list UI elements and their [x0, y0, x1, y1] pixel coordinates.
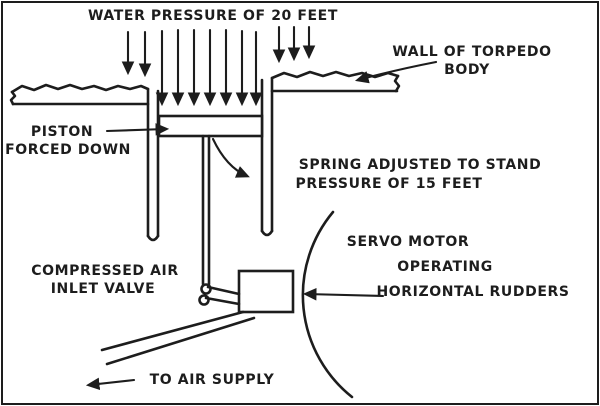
piston	[157, 114, 264, 138]
air-pipe-line	[100, 310, 245, 352]
shell-wall-left	[9, 83, 150, 106]
label-inlet-2: INLET VALVE	[51, 281, 156, 297]
shell-top-edge	[270, 70, 400, 80]
label-spring-2: PRESSURE OF 15 FEET	[295, 176, 482, 192]
label-inlet-1: COMPRESSED AIR	[31, 263, 179, 279]
water-pressure-arrows	[121, 25, 316, 107]
shell-end-cap	[9, 90, 17, 106]
label-water-pressure: WATER PRESSURE OF 20 FEET	[88, 8, 338, 24]
shell-end-cap	[393, 74, 401, 93]
air-pipe	[100, 310, 256, 366]
cylinder-wall-right	[260, 76, 274, 237]
rudders-leader-arrow	[302, 287, 385, 301]
piston-leader-arrow	[105, 123, 170, 136]
label-piston-1: PISTON	[31, 124, 93, 140]
air-supply-arrow	[85, 377, 136, 391]
valve-stem-tip	[198, 294, 210, 306]
servo-motor-arc	[301, 210, 354, 399]
label-spring-1: SPRING ADJUSTED TO STAND	[299, 157, 542, 173]
wall-leader-arrow	[354, 60, 438, 84]
label-piston-2: FORCED DOWN	[5, 142, 131, 158]
cylinder-wall-cap	[146, 234, 160, 242]
valve-stem	[198, 283, 241, 306]
label-servo-2: OPERATING	[397, 259, 493, 275]
valve-stem-tip	[200, 283, 212, 295]
valve-body	[237, 269, 295, 314]
label-servo-3: HORIZONTAL RUDDERS	[376, 284, 569, 300]
valve-stem-line	[204, 296, 241, 306]
piston-rod	[201, 134, 211, 286]
cylinder-wall-left	[146, 87, 160, 242]
label-air-supply: TO AIR SUPPLY	[150, 372, 275, 388]
air-pipe-line	[105, 316, 256, 366]
label-wall-1: WALL OF TORPEDO	[392, 44, 551, 60]
cylinder-wall-cap	[260, 229, 274, 237]
shell-wall-right	[270, 70, 401, 93]
spring	[211, 137, 250, 178]
shell-top-edge	[10, 83, 150, 94]
label-wall-2: BODY	[444, 62, 490, 78]
label-servo-1: SERVO MOTOR	[347, 234, 469, 250]
valve-stem-line	[206, 285, 241, 296]
